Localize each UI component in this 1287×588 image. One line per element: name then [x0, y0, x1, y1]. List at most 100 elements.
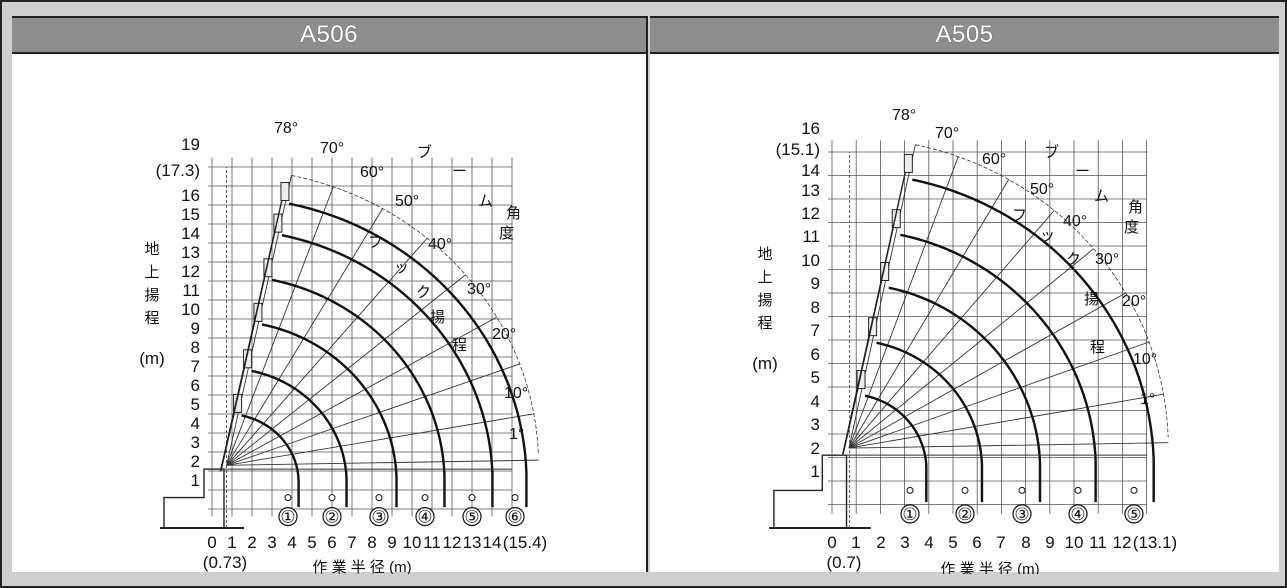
- crane-base-outline: [773, 454, 848, 528]
- boom-angle-label: 50°: [395, 193, 419, 210]
- stage-marker-circle: [278, 507, 298, 527]
- stage-marker-circle: [1124, 504, 1144, 524]
- y-tick-label: (17.3): [156, 161, 200, 180]
- stage-marker-circle: [462, 507, 482, 527]
- boom-angle-line: [848, 248, 1094, 449]
- y-tick-label: 2: [811, 439, 820, 458]
- x-tick-label: 14: [483, 533, 502, 552]
- boom-angle-caption-char: ブ: [1044, 143, 1059, 161]
- y-axis-label-char: 揚: [144, 287, 159, 304]
- y-tick-label: 15: [181, 205, 200, 224]
- x-tick-label: 1: [851, 533, 860, 552]
- boom-angle-label: 60°: [982, 151, 1006, 168]
- boom-angle-label: 10°: [504, 385, 528, 402]
- boom-angle-line: [848, 156, 959, 449]
- boom-angle-line: [226, 316, 498, 466]
- model-header-a506: A506: [12, 16, 646, 54]
- x-tick-label: 10: [1065, 533, 1084, 552]
- hook-height-curve: [261, 323, 398, 508]
- stage-marker-label: ⑥: [507, 508, 522, 527]
- x-tick-label: 6: [972, 533, 981, 552]
- x-tick-label: 11: [1089, 533, 1107, 552]
- boom-head: [280, 182, 290, 202]
- stage-marker-label: ③: [371, 508, 386, 527]
- hook-height-curve: [888, 286, 1042, 503]
- hook-block: [1018, 486, 1026, 494]
- stage-marker-label: ③: [1014, 505, 1029, 524]
- boom-angle-line: [848, 442, 1169, 449]
- x-offset-label: (0.73): [203, 553, 247, 572]
- boom-angle-caption-char: 度: [499, 225, 514, 242]
- x-tick-label: 8: [367, 533, 376, 552]
- boom-angle-line: [848, 210, 1055, 449]
- stage-marker-label: ④: [417, 508, 432, 527]
- boom-angle-label: 70°: [320, 140, 344, 157]
- x-tick-label: 9: [1045, 533, 1054, 552]
- y-tick-label: 12: [181, 262, 200, 281]
- crane-base-outline: [163, 468, 225, 528]
- hook-block: [1130, 486, 1138, 494]
- hook-block: [1074, 486, 1082, 494]
- y-axis-label-char: 地: [144, 241, 159, 258]
- boom-angle-caption-char: 度: [1124, 219, 1139, 236]
- hook-block: [284, 494, 292, 502]
- x-tick-label: 13: [463, 533, 482, 552]
- x-tick-label: 0: [827, 533, 836, 552]
- boom-angle-label: 78°: [274, 120, 298, 137]
- boom-head: [891, 209, 901, 229]
- y-tick-label: 5: [191, 395, 200, 414]
- boom-angle-caption-char: ム: [478, 193, 493, 210]
- hook-block: [511, 494, 519, 502]
- y-tick-label: 8: [191, 338, 200, 357]
- boom-section-outline: [842, 158, 910, 455]
- y-tick-label: 13: [181, 243, 200, 262]
- x-tick-label: (13.1): [1133, 533, 1177, 552]
- y-tick-label: 11: [182, 281, 200, 300]
- hook-height-caption-char: ッ: [394, 259, 409, 276]
- hook-height-caption-char: フ: [1012, 207, 1027, 224]
- boom-angle-line: [226, 274, 466, 466]
- x-tick-label: 2: [876, 533, 885, 552]
- boom-angle-line: [848, 144, 916, 449]
- hook-height-caption-char: 揚: [430, 309, 445, 326]
- hook-block: [906, 486, 914, 494]
- x-tick-label: 5: [307, 533, 316, 552]
- hook-height-curve: [271, 278, 446, 508]
- hook-height-caption-char: フ: [368, 234, 383, 251]
- y-tick-label: 16: [801, 119, 820, 138]
- hook-height-curve: [876, 341, 984, 503]
- y-tick-label: 1: [811, 462, 820, 481]
- y-tick-label: 8: [811, 298, 820, 317]
- x-tick-label: (15.4): [503, 533, 547, 552]
- x-axis-label: 作 業 半 径 (m): [312, 559, 411, 574]
- y-axis-label-char: 揚: [757, 292, 772, 309]
- boom-angle-label: 30°: [1095, 251, 1119, 268]
- boom-section-outline: [219, 186, 286, 472]
- boom-angle-caption-char: ー: [1075, 163, 1090, 180]
- y-tick-label: 7: [811, 321, 820, 340]
- boom-head: [903, 153, 913, 173]
- y-axis-label-char: 程: [757, 315, 772, 332]
- x-tick-label: 4: [924, 533, 933, 552]
- x-tick-label: 5: [948, 533, 957, 552]
- y-tick-label: 12: [801, 204, 820, 223]
- boom-angle-line: [226, 186, 334, 466]
- boom-angle-caption-char: ブ: [417, 143, 432, 161]
- y-tick-label: 4: [811, 392, 820, 411]
- hook-height-curve: [912, 178, 1155, 503]
- boom-angle-label: 50°: [1030, 181, 1054, 198]
- y-tick-label: 6: [191, 376, 200, 395]
- y-tick-label: 2: [191, 452, 200, 471]
- x-tick-label: 7: [996, 533, 1005, 552]
- hook-height-curve: [288, 202, 528, 508]
- hook-height-caption-char: 揚: [1084, 291, 1099, 308]
- x-tick-label: 4: [287, 533, 296, 552]
- stage-marker-circle: [505, 507, 525, 527]
- hook-height-caption-char: 程: [452, 337, 467, 354]
- stage-marker-circle: [415, 507, 435, 527]
- boom-angle-caption-char: 角: [506, 205, 521, 222]
- stage-marker-label: ②: [324, 508, 339, 527]
